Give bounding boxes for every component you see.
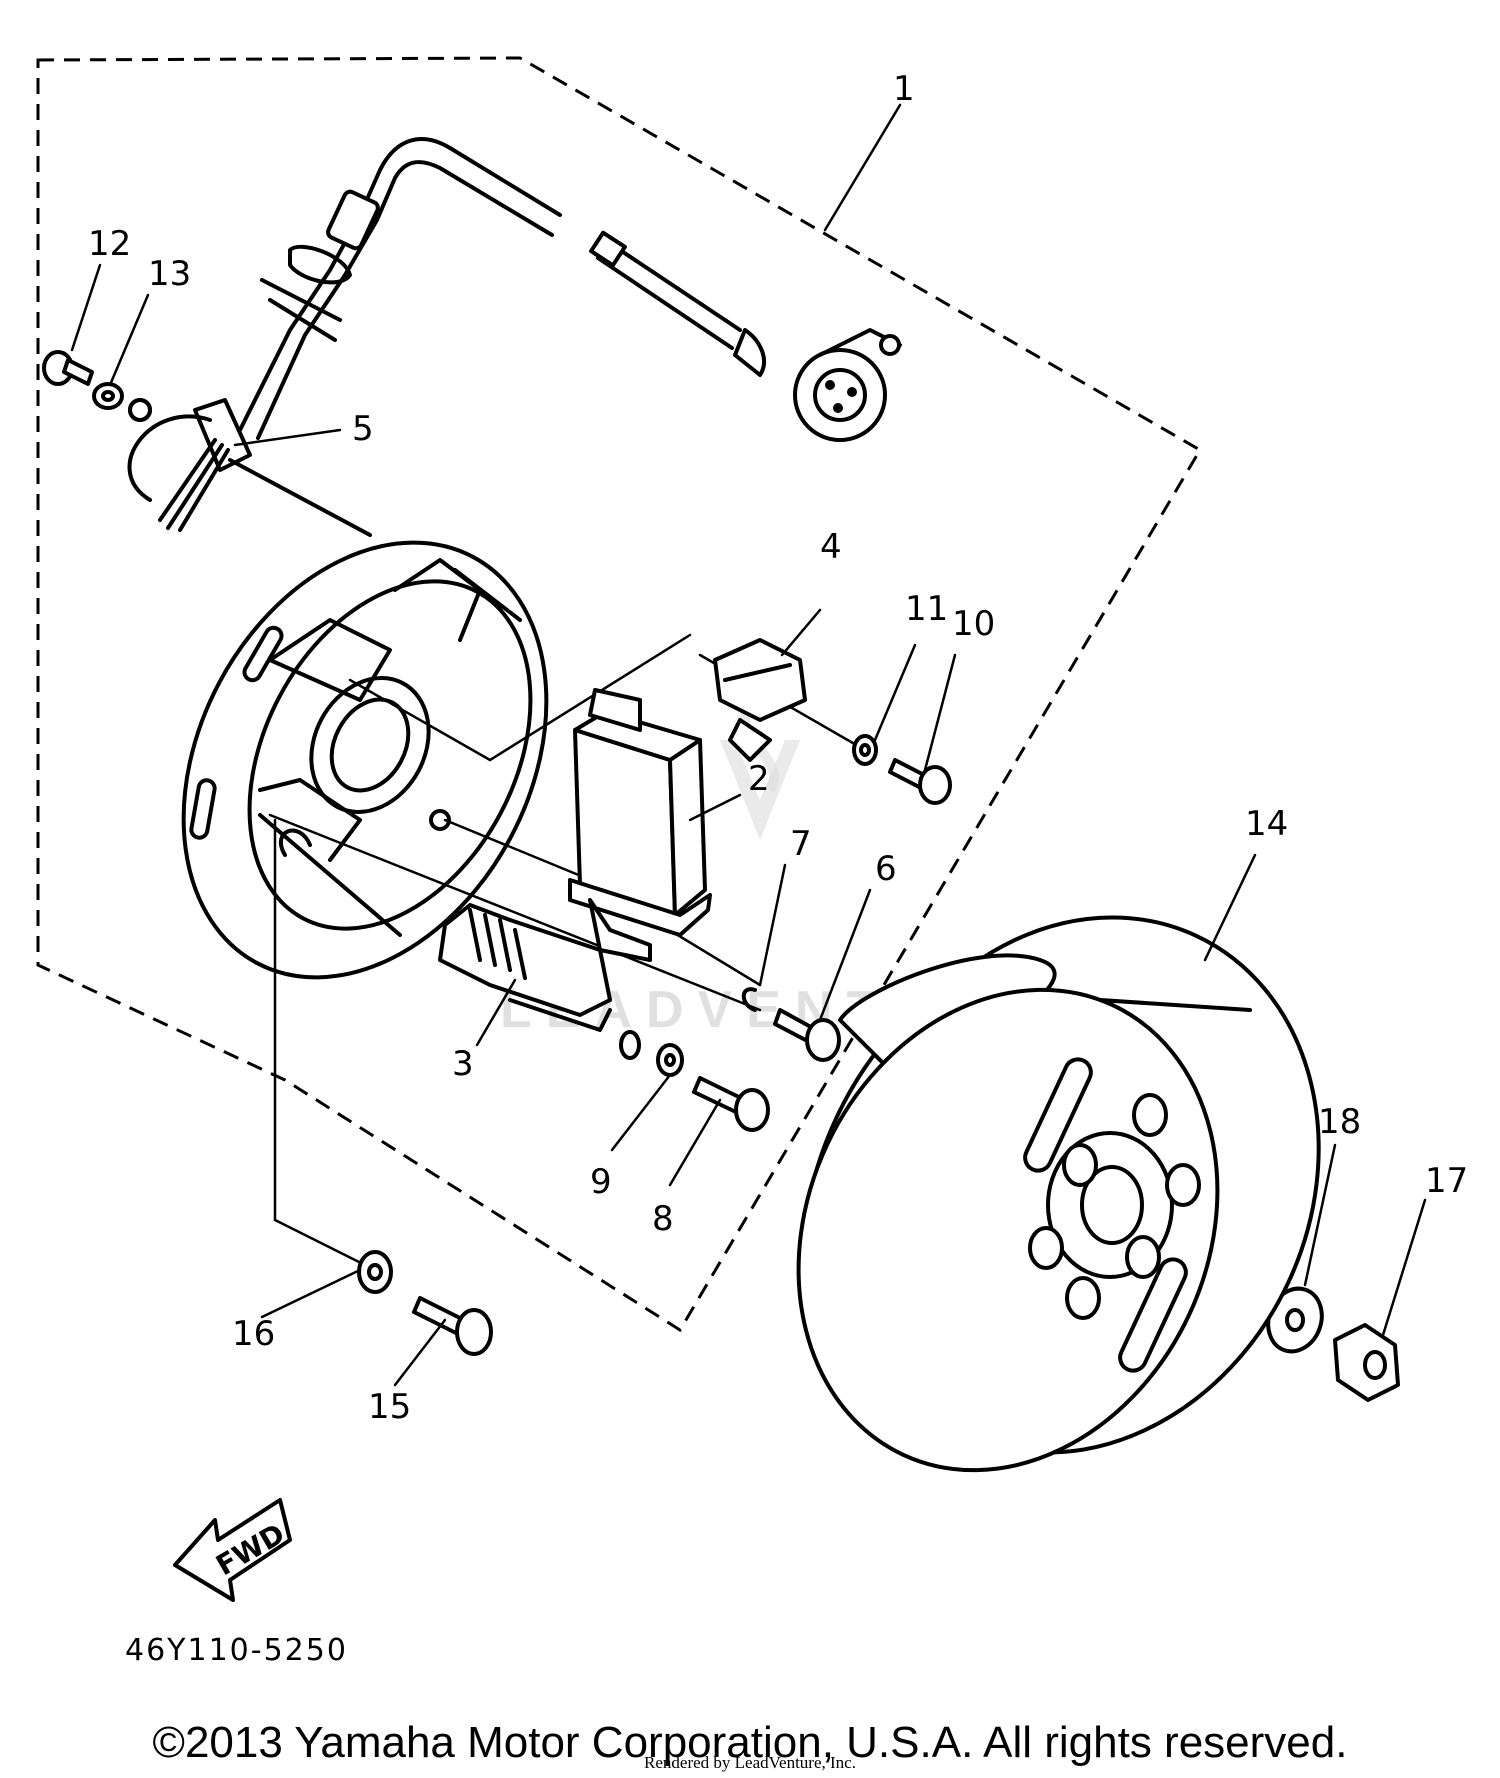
forward-arrow-icon: FWD xyxy=(173,1498,292,1602)
rendered-by-note: Rendered by LeadVenture, Inc. xyxy=(644,1753,856,1772)
source-coil xyxy=(438,903,612,1032)
copyright-notice: ©2013 Yamaha Motor Corporation, U.S.A. A… xyxy=(152,1718,1348,1767)
callout-15: 15 xyxy=(368,1387,411,1427)
assembly-outline xyxy=(36,56,1203,1333)
cdi-unit xyxy=(568,688,712,962)
callout-3: 3 xyxy=(452,1044,474,1084)
pickup-coil xyxy=(713,638,807,762)
callout-5: 5 xyxy=(352,409,374,449)
callout-8: 8 xyxy=(652,1199,674,1239)
callout-11: 11 xyxy=(905,589,948,629)
stator-wire-harness xyxy=(238,137,902,442)
callout-18: 18 xyxy=(1318,1102,1361,1142)
callout-10: 10 xyxy=(952,604,995,644)
callout-2: 2 xyxy=(748,759,770,799)
flywheel-rotor xyxy=(796,915,1321,1473)
callout-16: 16 xyxy=(232,1314,275,1354)
callout-14: 14 xyxy=(1245,804,1288,844)
callout-12: 12 xyxy=(88,224,131,264)
callout-17: 17 xyxy=(1425,1161,1468,1201)
callout-13: 13 xyxy=(148,254,191,294)
callout-leader-lines xyxy=(70,103,1427,1387)
callout-9: 9 xyxy=(590,1162,612,1202)
fasteners xyxy=(42,350,1400,1402)
callout-1: 1 xyxy=(893,69,915,109)
part-number: 46Y110-5250 xyxy=(125,1633,348,1668)
callout-4: 4 xyxy=(820,527,842,567)
callout-6: 6 xyxy=(875,849,897,889)
callout-labels: 1 2 3 4 5 6 7 8 9 10 11 12 13 14 15 16 1… xyxy=(88,69,1468,1427)
wire-clamp xyxy=(127,398,372,537)
callout-7: 7 xyxy=(790,824,812,864)
